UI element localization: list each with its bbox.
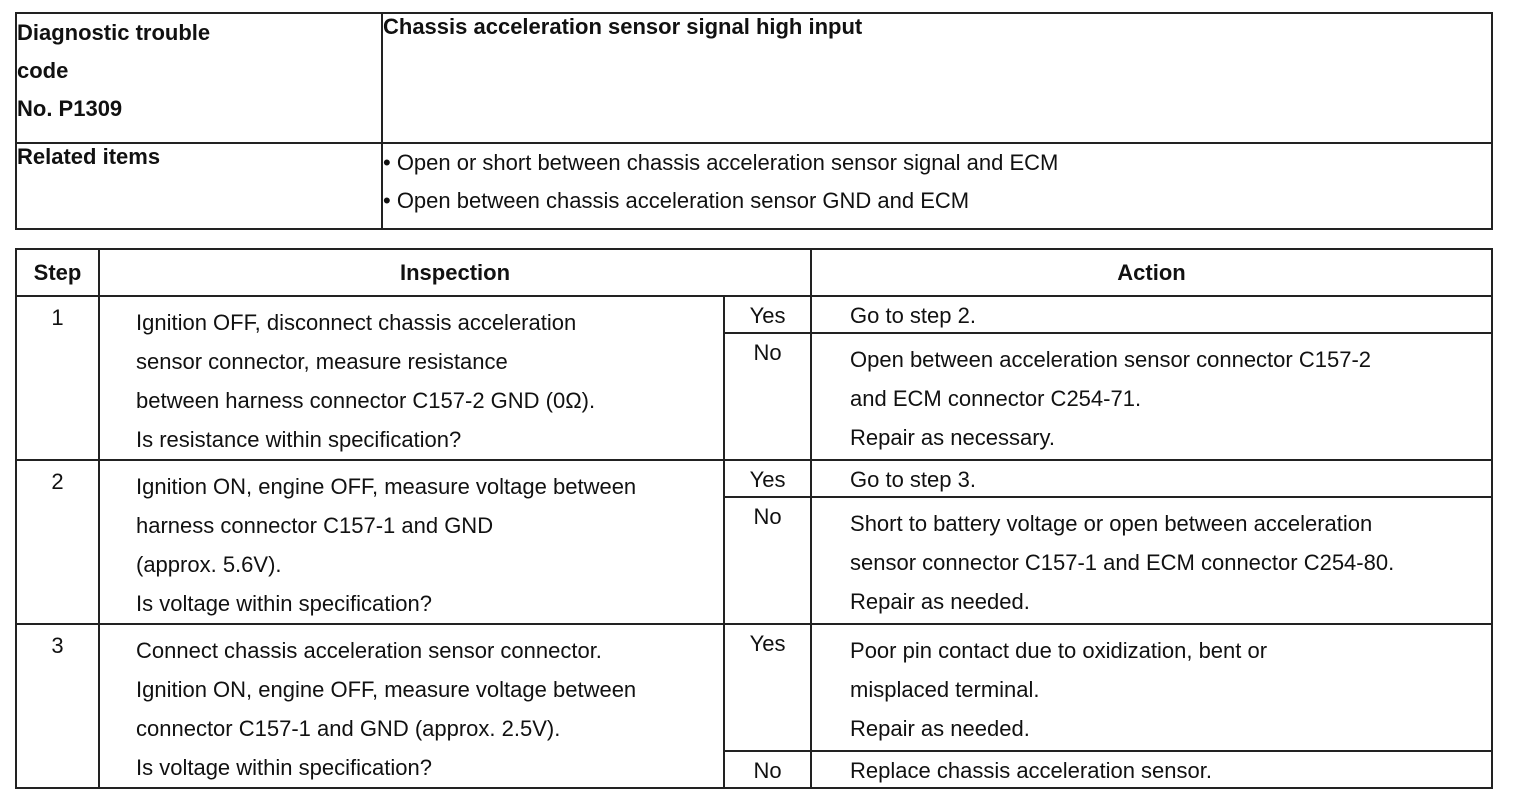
action-line: Short to battery voltage or open between…: [850, 510, 1373, 536]
inspection-line: Is voltage within specification?: [136, 755, 432, 780]
dtc-title: Chassis acceleration sensor signal high …: [381, 12, 1493, 144]
related-item: • Open between chassis acceleration sens…: [383, 188, 970, 213]
inspection-line: Is resistance within specification?: [136, 427, 462, 452]
yes-label: Yes: [722, 459, 813, 498]
action-line: Poor pin contact due to oxidization, ben…: [850, 638, 1268, 663]
inspection-line: harness connector C157-1 and GND: [136, 513, 494, 538]
header-inspection: Inspection: [97, 248, 813, 297]
step-number: 1: [15, 295, 100, 461]
inspection-line: (approx. 5.6V).: [136, 552, 282, 577]
dtc-code-label: Diagnostic trouble code No. P1309: [15, 12, 383, 144]
action-line: and ECM connector C254-71.: [850, 385, 1142, 411]
dtc-label-line: code: [17, 58, 69, 83]
inspection-line: Is voltage within specification?: [136, 591, 432, 616]
step-inspection: Ignition ON, engine OFF, measure voltage…: [98, 459, 725, 625]
yes-label: Yes: [722, 622, 813, 753]
inspection-line: sensor connector, measure resistance: [136, 349, 508, 374]
related-items-list: • Open or short between chassis accelera…: [381, 142, 1493, 230]
dtc-label-line: Diagnostic trouble: [17, 20, 211, 45]
header-step: Step: [15, 248, 100, 297]
inspection-line: connector C157-1 and GND (approx. 2.5V).: [136, 716, 561, 741]
inspection-line: between harness connector C157-2 GND (0Ω…: [136, 388, 596, 413]
inspection-line: Ignition OFF, disconnect chassis acceler…: [136, 310, 577, 335]
no-label: No: [722, 331, 813, 462]
inspection-line: Ignition ON, engine OFF, measure voltage…: [136, 677, 637, 702]
inspection-line: Connect chassis acceleration sensor conn…: [136, 638, 602, 663]
inspection-table: Step Inspection Action 1 Ignition OFF, d…: [15, 248, 1494, 789]
step-number: 3: [15, 623, 100, 789]
action-line: Open between acceleration sensor connect…: [850, 346, 1372, 372]
action-line: Repair as needed.: [850, 588, 1030, 614]
related-items-label: Related items: [15, 142, 383, 230]
no-action: Open between acceleration sensor connect…: [810, 331, 1494, 462]
action-line: sensor connector C157-1 and ECM connecto…: [850, 549, 1395, 575]
header-action: Action: [810, 248, 1494, 297]
dtc-info-table: Diagnostic trouble code No. P1309 Chassi…: [15, 12, 1493, 230]
action-line: Repair as needed.: [850, 716, 1030, 741]
no-action: Short to battery voltage or open between…: [810, 495, 1494, 626]
action-line: Replace chassis acceleration sensor.: [850, 758, 1212, 784]
step-inspection: Connect chassis acceleration sensor conn…: [98, 623, 725, 789]
action-line: Go to step 2.: [850, 303, 976, 328]
action-line: Go to step 3.: [850, 467, 976, 492]
action-line: Repair as necessary.: [850, 424, 1056, 450]
yes-label: Yes: [722, 295, 813, 334]
no-label: No: [722, 750, 813, 789]
dtc-label-line: No. P1309: [17, 96, 123, 121]
step-number: 2: [15, 459, 100, 625]
related-item: • Open or short between chassis accelera…: [383, 150, 1059, 175]
step-inspection: Ignition OFF, disconnect chassis acceler…: [98, 295, 725, 461]
yes-action: Poor pin contact due to oxidization, ben…: [810, 622, 1494, 753]
inspection-line: Ignition ON, engine OFF, measure voltage…: [136, 474, 637, 499]
no-action: Replace chassis acceleration sensor.: [810, 750, 1494, 789]
no-label: No: [722, 495, 813, 626]
action-line: misplaced terminal.: [850, 677, 1040, 702]
yes-action: Go to step 3.: [810, 459, 1494, 498]
yes-action: Go to step 2.: [810, 295, 1494, 334]
